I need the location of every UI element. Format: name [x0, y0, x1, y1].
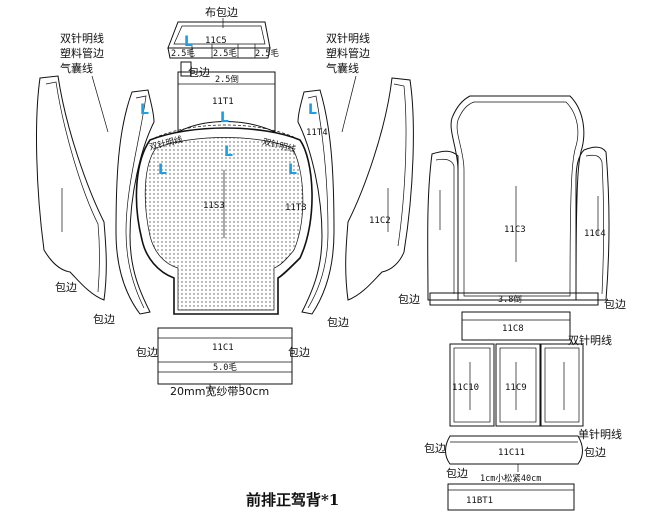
label-baobian-4: 包边 [398, 293, 420, 306]
label-baobian-1: 包边 [55, 281, 77, 294]
piece-11c9 [495, 343, 541, 427]
l-mark: L [220, 110, 229, 126]
code-11c9: 11C9 [505, 383, 527, 393]
label-d25: 2.5倒 [215, 74, 239, 85]
code-11bt1: 11BT1 [466, 496, 493, 506]
piece-11c5 [167, 21, 271, 59]
piece-right-col [540, 343, 584, 427]
label-bubian: 布包边 [205, 6, 238, 19]
label-baobian-10: 包边 [446, 467, 468, 480]
l-mark: L [288, 162, 297, 178]
label-baobian-3: 包边 [327, 316, 349, 329]
label-baobian-5: 包边 [136, 346, 158, 359]
diagram-title: 前排正驾背*1 [246, 491, 339, 509]
band-38 [429, 292, 599, 306]
label-danzhen: 单针明线 [578, 427, 622, 441]
label-kuansha: 20mm宽纱带30cm [170, 384, 269, 398]
label-shuangzhen-c: 双针明线 [568, 333, 612, 347]
code-11t3: 11T3 [285, 203, 307, 213]
label-d38: 3.8倒 [498, 294, 522, 305]
code-11t1: 11T1 [212, 97, 234, 107]
label-sm-a: 2.5毛 [171, 48, 195, 59]
label-shuangzhen-r: 双针明线 [326, 31, 370, 45]
label-baobian-9: 包边 [584, 446, 606, 459]
l-mark: L [140, 102, 149, 118]
label-baobian-7: 包边 [604, 298, 626, 311]
label-sm-c: 2.5毛 [255, 48, 279, 59]
piece-11c3 [450, 95, 585, 301]
label-suliao: 塑料管边 [60, 46, 104, 60]
code-11s3: 11S3 [203, 201, 225, 211]
notch-rect [180, 61, 192, 77]
piece-left-outer [36, 75, 107, 301]
label-shuangzhen: 双针明线 [60, 31, 104, 45]
label-qinang: 气囊线 [60, 61, 93, 75]
code-11c1: 11C1 [212, 343, 234, 353]
label-baobian-6: 包边 [288, 346, 310, 359]
piece-11c4 [575, 146, 610, 301]
l-mark: L [184, 34, 193, 50]
label-baobian-2: 包边 [93, 313, 115, 326]
code-11c11: 11C11 [498, 448, 525, 458]
label-qinang-r: 气囊线 [326, 61, 359, 75]
code-11c10: 11C10 [452, 383, 479, 393]
code-11c2: 11C2 [369, 216, 391, 226]
code-11c3: 11C3 [504, 225, 526, 235]
code-11c4: 11C4 [584, 229, 606, 239]
l-mark: L [224, 144, 233, 160]
piece-11c3-left [427, 150, 459, 301]
label-suliao-r: 塑料管边 [326, 46, 370, 60]
piece-11s3 [135, 124, 313, 315]
code-11t4: 11T4 [306, 128, 328, 138]
piece-11c11 [445, 435, 583, 465]
piece-11c2 [345, 77, 414, 301]
piece-11bt1 [447, 483, 575, 511]
l-mark: L [158, 162, 167, 178]
piece-11c1 [157, 327, 293, 392]
code-11c8: 11C8 [502, 324, 524, 334]
code-11c5: 11C5 [205, 36, 227, 46]
piece-11t3 [297, 89, 335, 315]
piece-11c8 [461, 311, 571, 341]
label-m50: 5.0毛 [213, 362, 237, 373]
label-baobian-8: 包边 [424, 442, 446, 455]
label-sm-b: 2.5毛 [213, 48, 237, 59]
l-mark: L [308, 102, 317, 118]
label-bb-top: 包边 [188, 66, 210, 79]
label-songjin: 1cm小松紧40cm [480, 473, 541, 484]
piece-11c10 [449, 343, 495, 427]
piece-left-strip [115, 89, 155, 315]
